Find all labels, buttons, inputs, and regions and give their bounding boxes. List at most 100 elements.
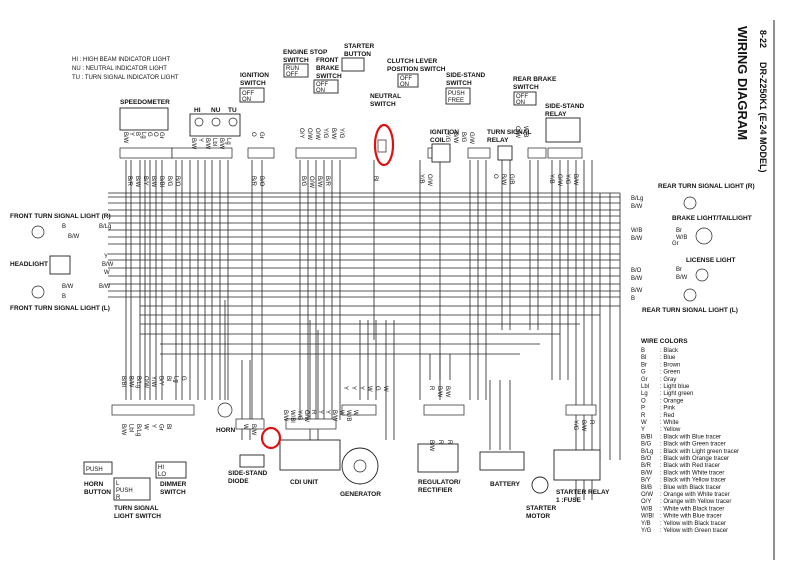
wire-code-label: W [352, 410, 358, 416]
wire-code-label: O/Y [298, 128, 304, 138]
wire-color-desc: : Yellow with Green tracer [660, 528, 728, 534]
wire-code-label: Y [342, 386, 348, 390]
wire-code-label: B/W [122, 132, 128, 144]
starter-motor: STARTER MOTOR [526, 476, 557, 520]
wire-code-label: B/G [460, 132, 466, 143]
wire-color-desc: : Black with Green tracer [660, 442, 726, 448]
wire-color-desc: : White with Blue tracer [660, 514, 722, 520]
wire-code-label: Bl [165, 424, 171, 429]
ts-relay-label-2: RELAY [487, 137, 509, 144]
wire-code-label: Gr [158, 132, 164, 139]
wire-color-code: Lg [641, 391, 648, 397]
coil-label-2: COIL [430, 137, 446, 144]
wire-color-code: W [641, 420, 647, 426]
wire-code-label: B/R [250, 176, 256, 187]
wire-color-code: W/Bl [641, 514, 654, 520]
wire-code-label: Y/G [572, 420, 578, 431]
ss-switch-label-2: SWITCH [446, 80, 472, 87]
wire-code-label: Y/G [338, 128, 344, 139]
wire-color-desc: : Green [660, 370, 680, 376]
wire-color-code: Bl/B [641, 485, 652, 491]
wire-color-desc: : Black [660, 348, 679, 354]
wire-color-desc: : Black with Light green tracer [660, 449, 739, 455]
wire-code-label: B/W [150, 176, 156, 188]
rear-turn-signal-r: REAR TURN SIGNAL LIGHT (R) B/Lg B/W [631, 183, 755, 210]
wire-code-label: O [152, 132, 158, 137]
wire-code-label: B/W [128, 376, 134, 388]
hl-wire-1: Y [104, 254, 108, 260]
bl-wire-2: W/B [676, 235, 687, 241]
diode-mark [260, 426, 282, 450]
wire-color-code: R [641, 413, 646, 419]
wire-code-label: Y [150, 424, 156, 428]
cdi-label: CDI UNIT [290, 479, 318, 486]
front-brake-switch: FRONT BRAKE SWITCH OFF ON [313, 57, 342, 94]
wire-code-label: R [588, 420, 594, 425]
wire-code-label: W [382, 386, 388, 392]
wire-color-desc: : Brown [660, 362, 680, 368]
rear-turn-signal-l: B/W B REAR TURN SIGNAL LIGHT (L) [631, 288, 738, 314]
rear-brake-switch: REAR BRAKE SWITCH OFF ON [513, 76, 557, 106]
headlight: HEADLIGHT Y B/W W [10, 254, 114, 276]
clutch-label-1: CLUTCH LEVER [387, 58, 438, 65]
ts-l: L [116, 481, 120, 487]
wire-code-label: B/Lg [135, 376, 141, 388]
wire-color-code: Bl [641, 355, 646, 361]
engine-stop-label-2: SWITCH [283, 57, 309, 64]
engine-stop-switch: ENGINE STOP SWITCH RUN OFF [283, 49, 328, 78]
wire-code-label: Y [350, 386, 356, 390]
neutral-switch-mark [373, 123, 395, 167]
clutch-label-2: POSITION SWITCH [387, 66, 446, 73]
wire-color-code: O/Y [641, 499, 651, 505]
fb-on: ON [316, 88, 325, 94]
starter-motor-label-1: STARTER [526, 505, 557, 512]
front-brake-label-2: BRAKE [316, 65, 340, 72]
battery-label: BATTERY [490, 481, 521, 488]
front-brake-label-1: FRONT [316, 57, 338, 64]
wire-code-label: O/W [514, 126, 520, 138]
indicator-legend: HI : HIGH BEAM INDICATOR LIGHT NU : NEUT… [72, 57, 179, 81]
wire-code-label: B/Bl [158, 176, 164, 187]
dim-lo: LO [158, 472, 166, 478]
wire-color-desc: : Black with Yellow tracer [660, 478, 726, 484]
wire-color-code: P [641, 406, 645, 412]
wire-color-desc: : White [660, 420, 679, 426]
wire-color-desc: : Light green [660, 391, 693, 397]
lic-wire-2: B/W [631, 276, 643, 282]
regulator-label-2: RECTIFIER [418, 487, 453, 494]
page-header: 8-22 DR-Z250K1 (E-24 MODEL) WIRING DIAGR… [735, 20, 775, 560]
wire-code-label: B/Y [158, 376, 164, 386]
wire-code-label: Lbl [211, 138, 217, 146]
wire-color-code: B/Bl [641, 434, 652, 440]
wire-code-label: Bl [372, 176, 378, 181]
wire-code-label: B/W [452, 132, 458, 144]
diode-label-1: SIDE-STAND [228, 470, 268, 477]
ignition-switch: IGNITION SWITCH OFF ON [239, 72, 269, 103]
wire-color-desc: : Yellow [660, 427, 681, 433]
wire-code-label: Y/G [564, 174, 570, 185]
wire-color-code: O/W [641, 492, 653, 498]
ignition-switch-label-1: IGNITION [240, 72, 269, 79]
wire-code-label: Y/B [418, 174, 424, 184]
bl-wire-1: Br [676, 228, 682, 234]
rear-turn-r-label: REAR TURN SIGNAL LIGHT (R) [658, 183, 755, 190]
wire-code-label: W [366, 386, 372, 392]
front-turn-r-label: FRONT TURN SIGNAL LIGHT (R) [10, 213, 111, 220]
regulator-label-1: REGULATOR/ [418, 479, 461, 486]
es-off: OFF [286, 72, 298, 78]
speedometer: SPEEDOMETER [119, 99, 170, 131]
headlight-label: HEADLIGHT [10, 261, 48, 268]
wire-color-code: W/B [641, 506, 652, 512]
wire-code-label: O/W [426, 174, 432, 186]
ign-on: ON [242, 97, 251, 103]
wire-code-label: B/W [436, 386, 442, 398]
wire-code-label: O/W [314, 128, 320, 140]
wire-code-label: Lbl [128, 424, 134, 432]
fl-wire-1: B/W [62, 284, 74, 290]
hb-push: PUSH [86, 467, 103, 473]
front-turn-l-label: FRONT TURN SIGNAL LIGHT (L) [10, 305, 110, 312]
wire-color-code: B [641, 348, 645, 354]
wire-code-label: Y [197, 138, 203, 142]
